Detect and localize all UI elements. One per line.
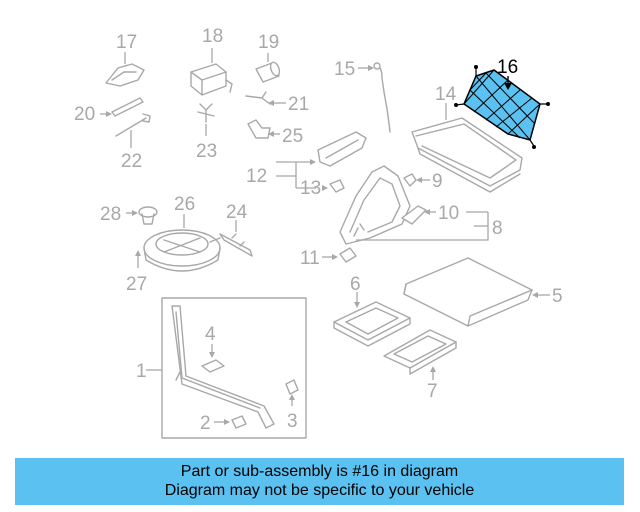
label-3: 3: [287, 411, 298, 432]
part-10-drawing: [401, 205, 488, 225]
label-17: 17: [116, 32, 137, 53]
label-15: 15: [334, 59, 355, 80]
part-1-group: [146, 297, 307, 439]
part-27-drawing: [135, 250, 141, 268]
part-28-drawing: [126, 206, 158, 225]
label-12: 12: [246, 166, 267, 187]
label-2: 2: [200, 413, 211, 434]
part-7-drawing: [383, 329, 457, 380]
part-5-drawing: [403, 257, 550, 327]
part-16-drawing: [454, 65, 550, 149]
part-15-drawing: [358, 62, 391, 133]
part-11-drawing: [322, 247, 357, 263]
part-21-drawing: [245, 91, 286, 106]
label-9: 9: [432, 171, 443, 192]
label-25: 25: [282, 126, 303, 147]
label-20: 20: [74, 104, 95, 125]
label-27: 27: [126, 274, 147, 295]
label-14: 14: [435, 84, 457, 105]
label-13: 13: [300, 178, 321, 199]
label-7: 7: [427, 381, 438, 402]
banner-line-1: Part or sub-assembly is #16 in diagram: [180, 463, 459, 480]
part-26-drawing: [143, 214, 221, 272]
part-9-drawing: [403, 173, 430, 187]
part-19-drawing: [255, 53, 281, 83]
label-18: 18: [202, 26, 223, 47]
part-8-drawing: [339, 165, 489, 245]
label-19: 19: [258, 32, 279, 53]
part-12-drawing: [276, 131, 367, 189]
label-24: 24: [226, 202, 248, 223]
part-13-drawing: [322, 179, 345, 193]
label-10: 10: [438, 203, 459, 224]
banner-line-2: Diagram may not be specific to your vehi…: [164, 482, 475, 499]
part-23-drawing: [197, 103, 215, 136]
label-23: 23: [196, 141, 217, 162]
part-6-drawing: [333, 292, 411, 347]
part-24-drawing: [219, 220, 253, 257]
exploded-view-svg: 17 20 22 18 19 21 23: [74, 26, 563, 439]
label-26: 26: [174, 194, 195, 215]
label-8: 8: [492, 218, 503, 239]
label-5: 5: [552, 286, 563, 307]
part-25-drawing: [247, 119, 280, 139]
part-20-drawing: [100, 97, 144, 117]
diagram-notice-banner: Part or sub-assembly is #16 in diagram D…: [15, 458, 624, 505]
part-17-drawing: [105, 52, 145, 87]
part-22-drawing: [115, 113, 151, 148]
label-28: 28: [100, 204, 121, 225]
label-22: 22: [121, 151, 142, 172]
label-4: 4: [205, 324, 216, 345]
label-6: 6: [350, 274, 361, 295]
label-16: 16: [497, 57, 518, 78]
part-3-drawing: [285, 379, 299, 406]
label-11: 11: [300, 248, 320, 269]
part-14-drawing: [411, 103, 523, 193]
part-4-drawing: [201, 344, 225, 373]
label-21: 21: [288, 94, 309, 115]
part-18-drawing: [190, 48, 233, 96]
label-1: 1: [136, 361, 147, 382]
part-2-drawing: [214, 415, 247, 429]
